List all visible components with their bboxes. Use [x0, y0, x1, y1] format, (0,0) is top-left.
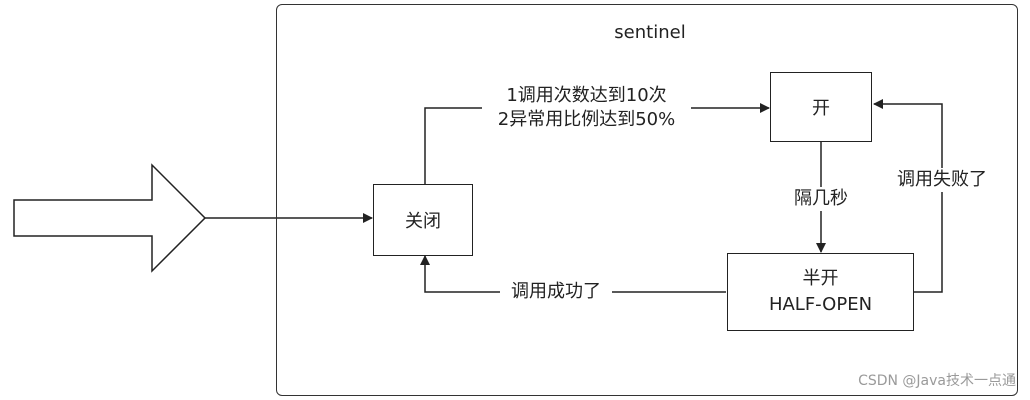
edge-label-closed-to-open: 1调用次数达到10次 2异常用比例达到50%: [482, 84, 691, 132]
node-half-open-label-cn: 半开: [802, 268, 839, 289]
node-closed-label: 关闭: [405, 211, 441, 232]
node-half-open: 半开 HALF-OPEN: [727, 253, 914, 331]
watermark-text: CSDN @Java技术一点通: [858, 373, 1016, 389]
edge-half-open-to-open: [873, 99, 943, 293]
node-half-open-label-en: HALF-OPEN: [768, 294, 873, 315]
node-open: 开: [770, 72, 872, 142]
edge-label-open-to-half-open: 隔几秒: [785, 187, 857, 211]
diagram-title: sentinel: [614, 22, 686, 43]
node-open-label: 开: [812, 98, 830, 119]
edge-label-closed-to-open-line1: 1调用次数达到10次: [506, 85, 667, 106]
edge-label-half-open-to-open: 调用失败了: [888, 168, 996, 192]
edge-label-half-open-to-closed: 调用成功了: [500, 280, 612, 304]
sentinel-frame: [276, 4, 1018, 396]
edge-half-open-to-closed: [420, 255, 726, 293]
edge-label-closed-to-open-line2: 2异常用比例达到50%: [497, 109, 676, 130]
node-closed: 关闭: [373, 184, 473, 256]
input-big-arrow: [13, 163, 207, 273]
